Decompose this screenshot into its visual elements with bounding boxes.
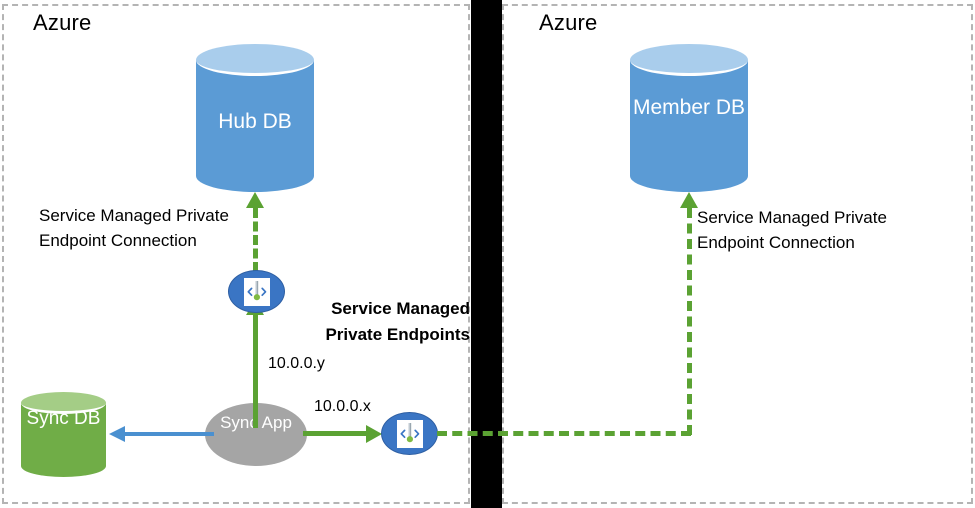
caption-member-connection: Service Managed Private Endpoint Connect… bbox=[697, 208, 887, 252]
private-link-icon bbox=[243, 277, 270, 306]
cylinder-top bbox=[21, 392, 106, 414]
cylinder-body bbox=[630, 60, 748, 176]
cylinder-body bbox=[196, 60, 314, 176]
node-hub-db: Hub DB bbox=[196, 44, 314, 192]
edge-endpoint-bottom-to-member-db-horizontal bbox=[437, 431, 691, 436]
cylinder-top bbox=[196, 44, 314, 76]
ip-label-endpoint-bottom: 10.0.0.x bbox=[314, 398, 371, 415]
private-link-icon bbox=[396, 419, 423, 448]
caption-hub-connection: Service Managed Private Endpoint Connect… bbox=[39, 206, 229, 250]
arrowhead-to-member-db bbox=[680, 192, 698, 208]
edge-sync-app-to-sync-db bbox=[124, 432, 214, 436]
network-divider-bar bbox=[471, 0, 502, 508]
cylinder-top bbox=[630, 44, 748, 76]
edge-sync-app-to-endpoint-bottom bbox=[303, 431, 369, 436]
node-private-endpoint-bottom bbox=[381, 412, 438, 455]
sync-db-label: Sync DB bbox=[26, 408, 101, 429]
arrowhead-to-endpoint-bottom bbox=[366, 425, 382, 443]
edge-sync-app-to-endpoint-top bbox=[253, 313, 258, 428]
node-private-endpoint-top bbox=[228, 270, 285, 313]
azure-label-right: Azure bbox=[539, 10, 598, 35]
arrowhead-to-hub-db bbox=[246, 192, 264, 208]
node-member-db: Member DB bbox=[630, 44, 748, 192]
arrowhead-to-sync-db bbox=[109, 426, 125, 442]
hub-db-label: Hub DB bbox=[218, 110, 292, 133]
caption-service-managed-private-endpoints: Service Managed Private Endpoints bbox=[325, 299, 470, 344]
member-db-label: Member DB bbox=[632, 96, 746, 119]
node-sync-db: Sync DB bbox=[21, 392, 106, 477]
ip-label-endpoint-top: 10.0.0.y bbox=[268, 355, 325, 372]
edge-to-member-db-vertical bbox=[687, 208, 692, 435]
azure-label-left: Azure bbox=[33, 10, 92, 35]
edge-endpoint-top-to-hub-db bbox=[253, 208, 258, 272]
